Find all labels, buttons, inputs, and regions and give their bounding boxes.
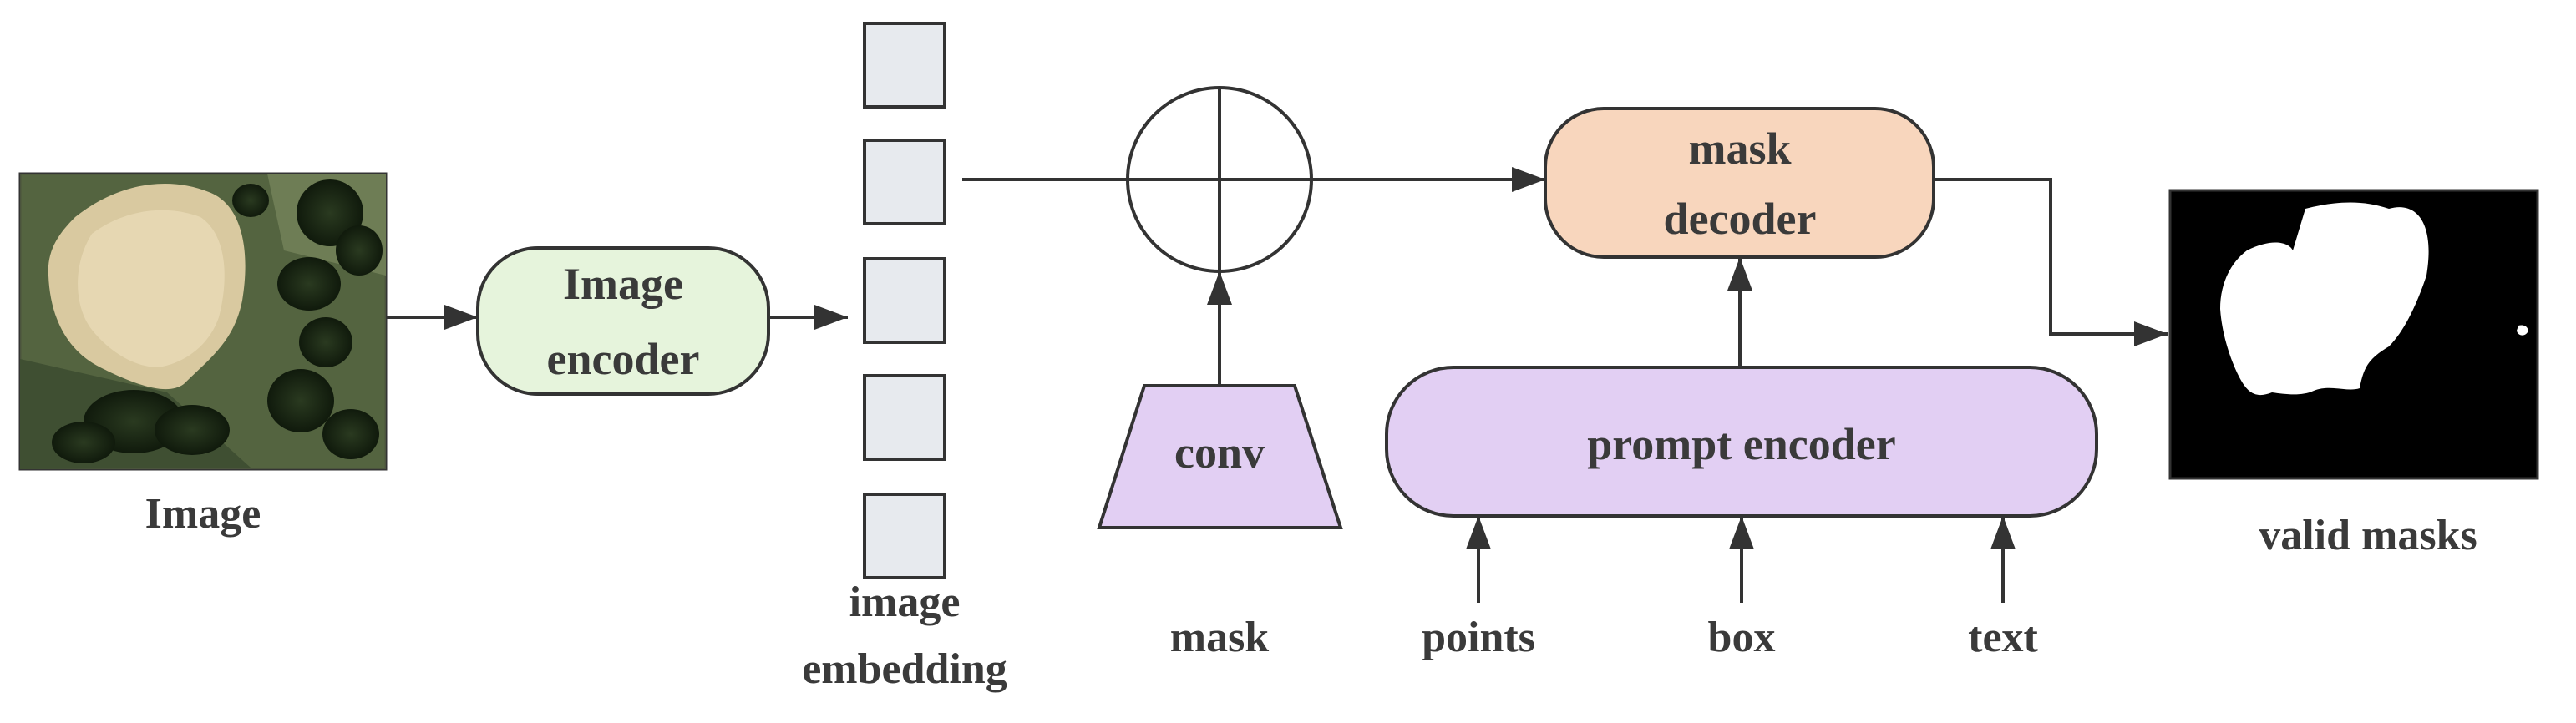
adder-node xyxy=(1126,86,1313,273)
box-label: box xyxy=(1708,614,1776,661)
embedding-cell xyxy=(863,139,946,225)
conv-block xyxy=(1097,384,1343,529)
embedding-cell xyxy=(863,374,946,461)
points-label: points xyxy=(1422,614,1535,661)
mask-decoder-label-line1: mask xyxy=(1688,124,1791,174)
valid-masks-label: valid masks xyxy=(2259,512,2477,559)
image-embedding-stack xyxy=(863,22,946,579)
embedding-label-line2: embedding xyxy=(802,645,1007,693)
embedding-cell xyxy=(863,22,946,109)
mask-input-label: mask xyxy=(1170,614,1270,661)
output-mask-image xyxy=(2168,189,2539,480)
conv-label: conv xyxy=(1174,427,1265,478)
image-encoder-label-line1: Image xyxy=(563,259,683,309)
text-label: text xyxy=(1968,614,2038,661)
arrow-decoder-to-output xyxy=(1934,178,2168,346)
image-label: Image xyxy=(145,490,261,538)
image-encoder-box xyxy=(476,246,770,396)
input-image xyxy=(18,172,388,471)
image-encoder-label-line2: encoder xyxy=(547,334,700,384)
embedding-cell xyxy=(863,493,946,579)
mask-decoder-label-line2: decoder xyxy=(1664,194,1817,244)
embedding-cell xyxy=(863,257,946,344)
prompt-encoder-label: prompt encoder xyxy=(1587,419,1895,469)
embedding-label-line1: image xyxy=(849,579,961,626)
